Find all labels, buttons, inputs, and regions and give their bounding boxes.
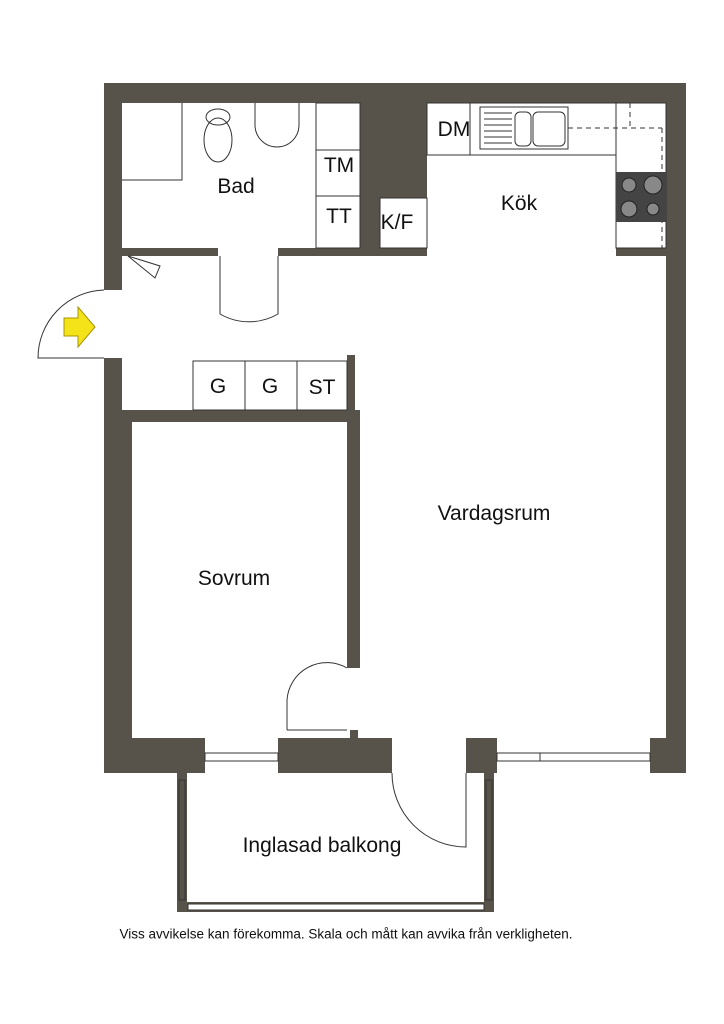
fixture-kf: K/F [380,211,414,234]
fixture-tm: TM [323,154,355,177]
fixture-g1: G [209,375,227,398]
windows [178,752,651,911]
fixture-g2: G [261,375,279,398]
entrance-arrow-icon [63,305,96,349]
fixture-tt: TT [326,205,352,228]
fixture-st: ST [308,376,336,399]
room-label-sovrum: Sovrum [197,567,271,590]
room-label-vardagsrum: Vardagsrum [437,502,551,525]
room-label-balkong: Inglasad balkong [242,834,402,857]
fixture-dm: DM [437,118,471,141]
room-label-kok: Kök [500,192,538,215]
disclaimer: Viss avvikelse kan förekomma. Skala och … [119,926,573,942]
stove-icon [616,172,666,222]
room-label-bad: Bad [217,175,255,198]
fixtures-lines [37,102,667,848]
